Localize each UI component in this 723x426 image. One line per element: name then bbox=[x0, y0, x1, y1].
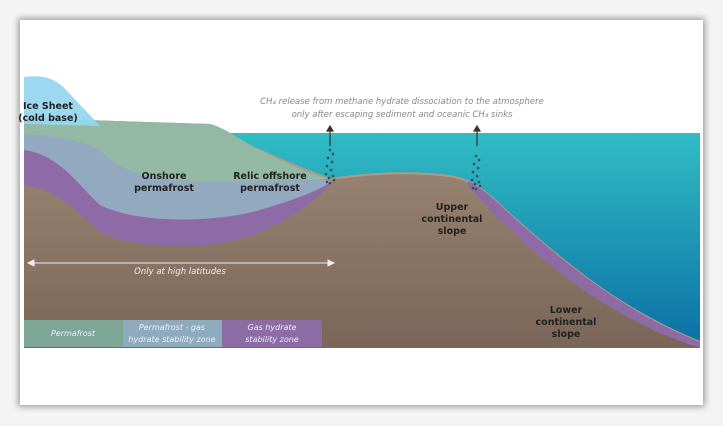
legend-label: Permafrost - gas bbox=[139, 323, 205, 332]
upper-slope-label: Upper bbox=[436, 202, 469, 213]
legend-label: Permafrost bbox=[51, 329, 96, 338]
legend-label: Gas hydrate bbox=[248, 323, 297, 332]
upper-slope-label-2: continental bbox=[422, 214, 483, 225]
lower-slope-label: Lower bbox=[550, 305, 583, 316]
high-latitudes-span-arrow bbox=[26, 259, 336, 267]
ice-sheet-label: Ice Sheet bbox=[23, 101, 73, 112]
methane-bubble bbox=[331, 152, 335, 156]
permafrost-zone bbox=[24, 118, 330, 182]
legend-swatch-permafrost-hydrate bbox=[123, 320, 222, 347]
ice-sheet-label-2: (cold base) bbox=[18, 113, 78, 124]
methane-bubble bbox=[327, 176, 331, 180]
methane-bubble bbox=[325, 164, 329, 168]
lower-slope-label-2: continental bbox=[536, 317, 597, 328]
methane-bubble bbox=[326, 156, 330, 160]
methane-bubble bbox=[477, 158, 481, 162]
high-latitudes-label: Only at high latitudes bbox=[134, 267, 226, 277]
methane-bubble bbox=[328, 148, 332, 152]
methane-bubble bbox=[477, 180, 481, 184]
methane-bubble bbox=[475, 174, 479, 178]
methane-bubble bbox=[329, 168, 333, 172]
methane-bubble bbox=[473, 182, 477, 186]
legend-label: stability zone bbox=[245, 335, 299, 344]
methane-bubble bbox=[472, 162, 476, 166]
ch4-caption-line1: CH₄ release from methane hydrate dissoci… bbox=[260, 97, 544, 107]
ice-sheet bbox=[24, 76, 100, 126]
methane-bubble bbox=[474, 187, 478, 191]
methane-bubble bbox=[471, 170, 475, 174]
methane-bubble bbox=[332, 178, 336, 182]
lower-slope-label-3: slope bbox=[552, 329, 581, 340]
legend-swatch-gas-hydrate bbox=[222, 320, 322, 347]
ocean bbox=[215, 133, 700, 342]
methane-bubble bbox=[331, 174, 335, 178]
methane-bubble bbox=[324, 172, 328, 176]
methane-bubble bbox=[471, 186, 475, 190]
ch4-caption-line2: only after escaping sediment and oceanic… bbox=[292, 110, 513, 120]
onshore-permafrost-label: Onshore bbox=[142, 171, 187, 182]
relic-offshore-label-2: permafrost bbox=[240, 183, 300, 194]
methane-arrow bbox=[472, 124, 482, 146]
methane-bubble bbox=[476, 166, 480, 170]
seafloor-line bbox=[214, 132, 701, 343]
methane-arrow bbox=[325, 124, 335, 146]
methane-bubble bbox=[328, 181, 332, 185]
methane-bubble bbox=[325, 180, 329, 184]
legend-label: hydrate stability zone bbox=[128, 335, 215, 344]
methane-bubble bbox=[474, 154, 478, 158]
relic-offshore-label: Relic offshore bbox=[233, 171, 307, 182]
legend: Permafrost Permafrost - gas hydrate stab… bbox=[24, 320, 322, 347]
methane-bubble bbox=[330, 160, 334, 164]
legend-swatch-permafrost bbox=[24, 320, 123, 347]
slope-hydrate-band bbox=[468, 181, 700, 348]
methane-bubble bbox=[478, 184, 482, 188]
upper-slope-label-3: slope bbox=[438, 226, 467, 237]
methane-bubble bbox=[470, 178, 474, 182]
onshore-permafrost-label-2: permafrost bbox=[134, 183, 194, 194]
